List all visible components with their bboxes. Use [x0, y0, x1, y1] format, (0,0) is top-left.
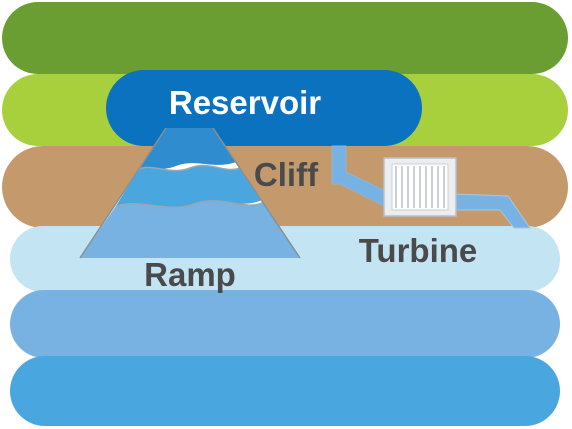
turbine-unit: [383, 157, 457, 217]
ramp-triangle: [79, 127, 301, 259]
ramp-label: Ramp: [144, 256, 236, 293]
band-top-grass: [2, 2, 568, 74]
band-deep-water: [10, 356, 560, 426]
reservoir-shape: [106, 70, 422, 146]
turbine-label: Turbine: [359, 232, 478, 269]
cliff-label: Cliff: [254, 156, 319, 193]
reservoir-label: Reservoir: [169, 84, 321, 121]
band-mid-water: [10, 290, 560, 358]
